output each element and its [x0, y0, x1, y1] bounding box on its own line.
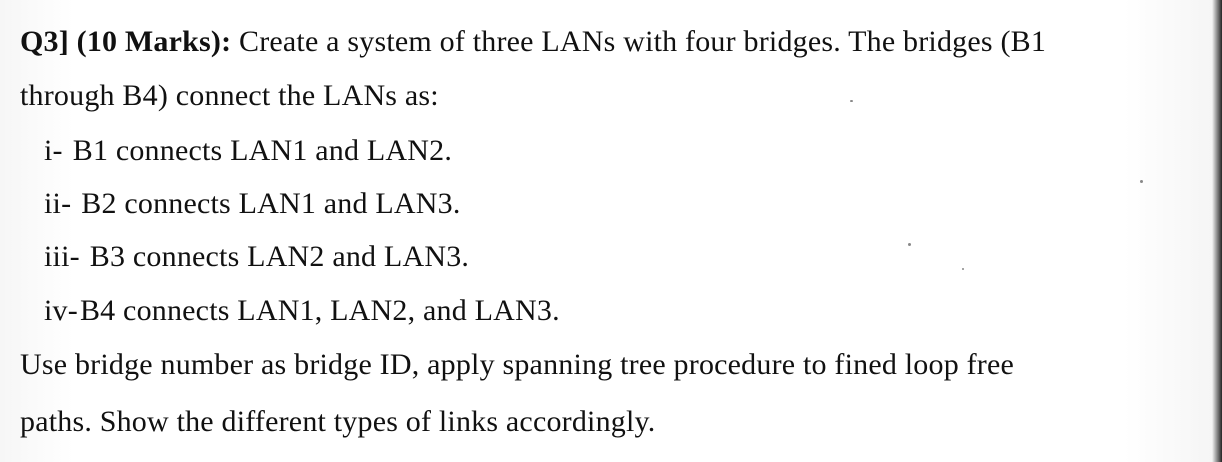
list-item-marker: i-: [44, 134, 63, 167]
scan-speck: [962, 268, 964, 270]
list-item: ii- B2 connects LAN1 and LAN3.: [44, 186, 461, 222]
question-label: Q3] (10 Marks):: [20, 25, 232, 58]
instruction-line-2: paths. Show the different types of links…: [20, 405, 656, 438]
list-item: i- B1 connects LAN1 and LAN2.: [44, 133, 452, 169]
question-text-line-1: Create a system of three LANs with four …: [239, 25, 1047, 58]
list-item-text: B1 connects LAN1 and LAN2.: [72, 134, 453, 167]
instruction-line-1: Use bridge number as bridge ID, apply sp…: [20, 348, 1015, 381]
list-item: iv-B4 connects LAN1, LAN2, and LAN3.: [44, 293, 560, 329]
list-item-text: B4 connects LAN1, LAN2, and LAN3.: [79, 294, 560, 327]
question-text-line-2: through B4) connect the LANs as:: [20, 79, 439, 112]
list-item: iii- B3 connects LAN2 and LAN3.: [44, 239, 469, 275]
scan-speck: [908, 243, 911, 246]
list-item-marker: ii-: [44, 187, 72, 220]
list-item-text: B2 connects LAN1 and LAN3.: [81, 187, 461, 220]
list-item-marker: iii-: [44, 240, 80, 273]
list-item-marker: iv-: [44, 294, 78, 327]
scan-speck: [1140, 180, 1143, 183]
list-item-text: B3 connects LAN2 and LAN3.: [89, 240, 470, 273]
question-heading-line: Q3] (10 Marks): Create a system of three…: [20, 24, 1046, 60]
page-edge-shadow: [1212, 0, 1222, 462]
scan-speck: [850, 100, 853, 102]
